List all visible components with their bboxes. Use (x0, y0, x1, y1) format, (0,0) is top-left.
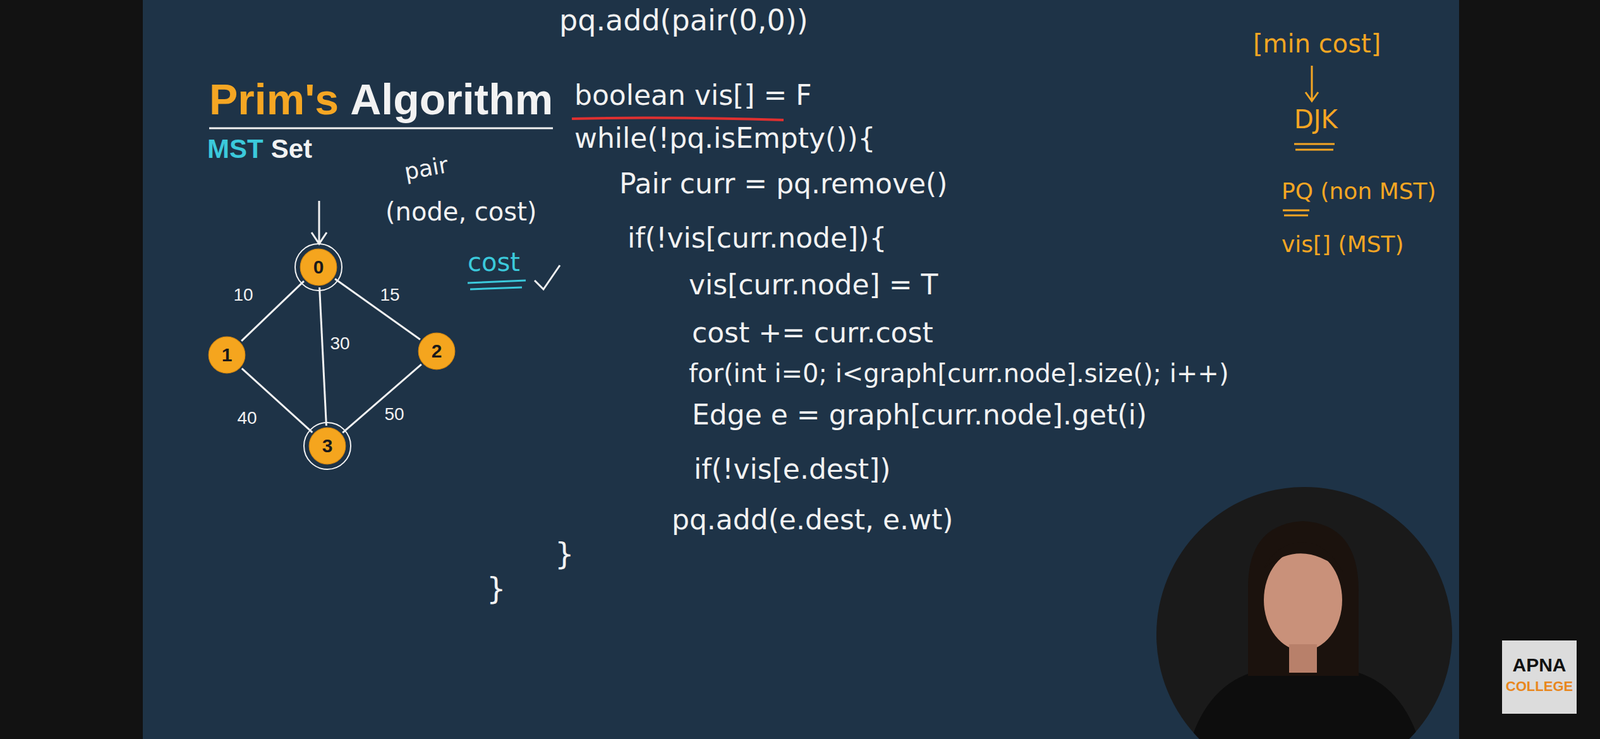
person-face (1263, 549, 1343, 651)
node-number: 3 (322, 435, 334, 457)
code-line: if(!vis[curr.node]){ (627, 222, 887, 255)
subtitle-word: Set (271, 133, 313, 165)
title-word: Prim's (209, 74, 339, 124)
code-line: Edge e = graph[curr.node].get(i) (691, 399, 1147, 432)
webcam-bg (1150, 480, 1467, 739)
node-number: 2 (431, 340, 443, 363)
note: (node, cost) (385, 197, 537, 227)
node-circle-shape (300, 248, 337, 286)
code-line: while(!pq.isEmpty()){ (574, 122, 876, 155)
graph-node: 1 (207, 336, 246, 375)
graph-edge (319, 287, 327, 426)
code-line: pq.add(pair(0,0)) (559, 3, 809, 38)
note: vis[] (MST) (1281, 231, 1405, 258)
node-text-wrap: 2 (417, 332, 456, 371)
code-line: boolean vis[] = F (574, 79, 813, 112)
double-underline (1294, 144, 1335, 150)
note: PQ (non MST) (1281, 178, 1437, 205)
code-line: cost += curr.cost (691, 317, 934, 350)
note: pair (401, 151, 450, 186)
down-arrow (1305, 65, 1319, 102)
brace: } (486, 571, 507, 607)
title-word: Algorithm (350, 74, 553, 124)
note: cost (467, 247, 521, 277)
logo-text: APNA (1512, 654, 1566, 677)
graph-node: 3 (308, 427, 347, 466)
node-circle-shape (309, 427, 346, 465)
code-line: if(!vis[e.dest]) (693, 453, 891, 486)
person-neck (1289, 644, 1317, 673)
double-underline (1282, 210, 1310, 216)
title-underline (209, 127, 553, 130)
note: DJK (1294, 104, 1338, 134)
note: [min cost] (1253, 29, 1381, 59)
edge-weight: 30 (327, 334, 352, 354)
person-fringe (1263, 542, 1343, 572)
cyan-underline (467, 280, 526, 290)
edge-weight: 10 (231, 285, 255, 306)
graph-node: 2 (417, 332, 456, 371)
node-text-wrap: 1 (207, 336, 246, 375)
logo-box (1502, 640, 1577, 715)
graph-edge (342, 364, 422, 433)
logo-text: COLLEGE (1505, 678, 1573, 695)
hand-circle (303, 422, 351, 470)
node-text-wrap: 0 (299, 248, 338, 287)
node-circle-shape (208, 336, 246, 374)
webcam (1150, 480, 1467, 739)
graph-node: 0 (299, 248, 338, 287)
check-mark (534, 265, 560, 290)
node-number: 0 (313, 256, 325, 279)
brace: } (554, 537, 575, 572)
person-hair (1248, 521, 1359, 677)
graph-edge (334, 279, 421, 340)
node-number: 1 (221, 344, 233, 366)
code-line: for(int i=0; i<graph[curr.node].size(); … (688, 358, 1230, 388)
code-line: Pair curr = pq.remove() (619, 168, 948, 201)
person-body (1181, 669, 1429, 739)
edge-weight: 40 (235, 408, 259, 429)
subtitle-word: MST (207, 133, 264, 165)
edge-weight: 50 (382, 405, 406, 425)
edge-weight: 15 (377, 285, 402, 306)
node-text-wrap: 3 (308, 427, 347, 466)
code-line: pq.add(e.dest, e.wt) (671, 504, 954, 537)
start-arrow (311, 200, 327, 244)
red-underline (571, 117, 784, 121)
code-line: vis[curr.node] = T (688, 269, 938, 302)
node-circle-shape (418, 333, 455, 370)
